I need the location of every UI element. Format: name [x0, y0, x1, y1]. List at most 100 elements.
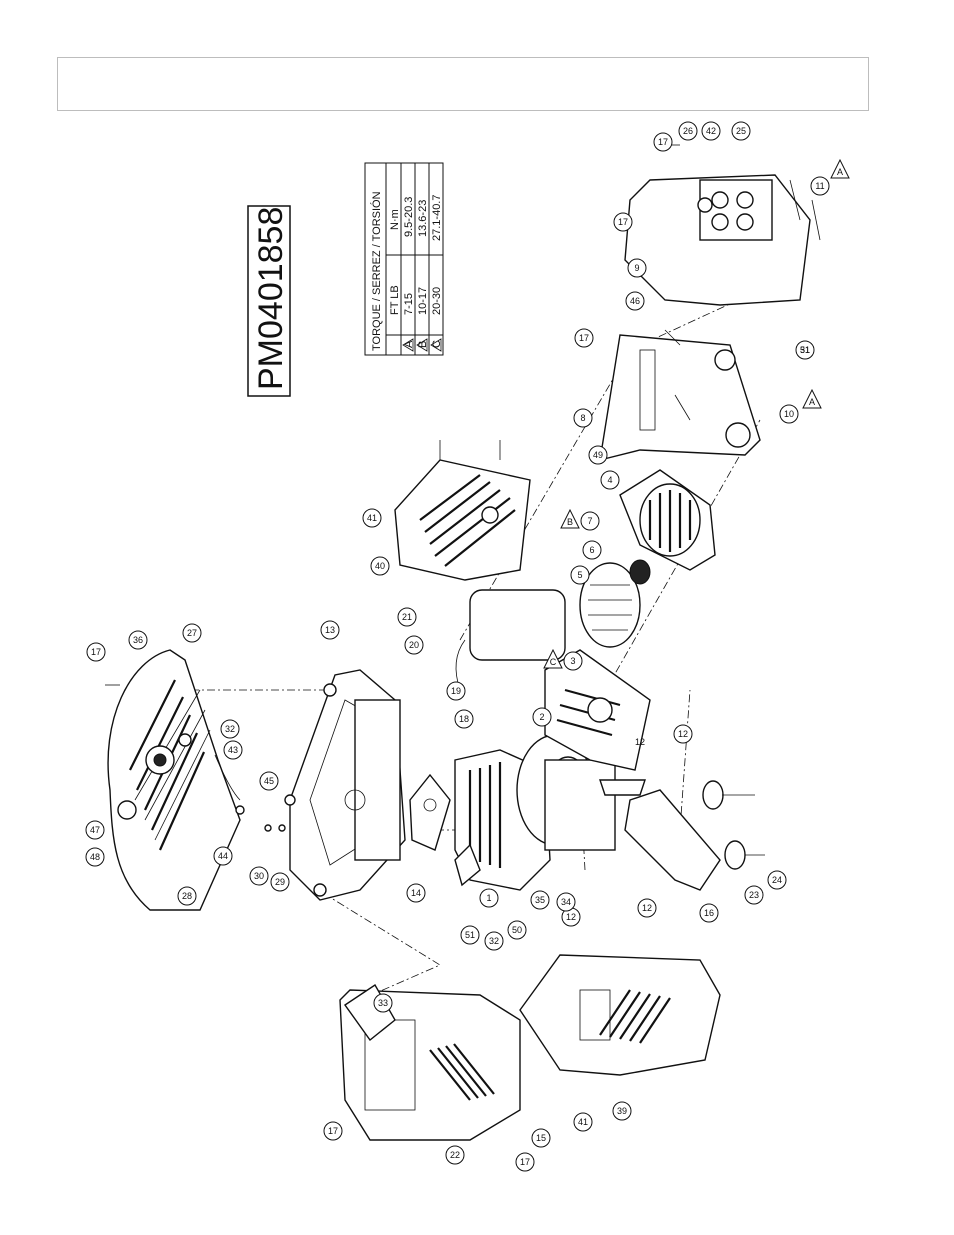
- svg-text:A: A: [809, 397, 815, 407]
- svg-text:18: 18: [459, 714, 469, 724]
- svg-text:28: 28: [182, 891, 192, 901]
- svg-text:32: 32: [225, 724, 235, 734]
- callout-3: 3: [564, 652, 582, 670]
- svg-text:17: 17: [91, 647, 101, 657]
- callout-47: 47: [86, 821, 104, 839]
- svg-text:24: 24: [772, 875, 782, 885]
- svg-text:B: B: [417, 341, 429, 348]
- callout-7: 7: [581, 512, 599, 530]
- svg-text:2: 2: [539, 712, 544, 722]
- svg-text:29: 29: [275, 877, 285, 887]
- part-number-text: PM0401858: [252, 207, 290, 390]
- svg-text:4: 4: [607, 475, 612, 485]
- callout-17f: 17: [516, 1153, 534, 1171]
- svg-text:13: 13: [325, 625, 335, 635]
- callout-12d: 12: [635, 737, 645, 747]
- gasket-plate: [410, 775, 450, 850]
- svg-text:44: 44: [218, 851, 228, 861]
- callout-51b: 51: [800, 345, 810, 355]
- callout-28: 28: [178, 887, 196, 905]
- callout-33: 33: [374, 994, 392, 1012]
- svg-text:C: C: [431, 340, 443, 348]
- svg-text:5: 5: [577, 570, 582, 580]
- callout-19: 19: [447, 682, 465, 700]
- svg-text:17: 17: [520, 1157, 530, 1167]
- svg-text:43: 43: [228, 745, 238, 755]
- torque-mark-a-top: A: [831, 160, 849, 178]
- svg-text:7-15: 7-15: [403, 293, 415, 315]
- callout-29: 29: [271, 873, 289, 891]
- callout-5: 5: [571, 566, 589, 584]
- callout-34: 34: [557, 893, 575, 911]
- callout-1: 1: [480, 889, 498, 907]
- svg-text:51: 51: [465, 930, 475, 940]
- svg-text:9: 9: [634, 263, 639, 273]
- callout-40: 40: [371, 557, 389, 575]
- callout-14: 14: [407, 884, 425, 902]
- callout-35: 35: [531, 891, 549, 909]
- callout-17c: 17: [614, 213, 632, 231]
- svg-text:14: 14: [411, 888, 421, 898]
- svg-text:16: 16: [704, 908, 714, 918]
- svg-text:6: 6: [589, 545, 594, 555]
- mount-bracket: [600, 780, 720, 890]
- svg-text:8: 8: [580, 413, 585, 423]
- callout-23: 23: [745, 886, 763, 904]
- torque-table: TORQUE / SERREZ / TORSIÓN FT LB N·m A 7-…: [365, 163, 443, 355]
- svg-text:27.1-40.7: 27.1-40.7: [431, 195, 443, 241]
- svg-text:22: 22: [450, 1150, 460, 1160]
- callout-24: 24: [768, 871, 786, 889]
- top-cover-shell: [108, 650, 240, 910]
- callout-42: 42: [702, 122, 720, 140]
- svg-text:A: A: [403, 340, 415, 348]
- rear-panel: [625, 175, 810, 305]
- svg-text:47: 47: [90, 825, 100, 835]
- svg-text:17: 17: [658, 137, 668, 147]
- svg-text:17: 17: [579, 333, 589, 343]
- callout-51a: 51: [461, 926, 479, 944]
- side-panel: [520, 955, 720, 1075]
- callout-26: 26: [679, 122, 697, 140]
- callout-17a: 17: [87, 643, 105, 661]
- callout-30: 30: [250, 867, 268, 885]
- svg-text:10-17: 10-17: [417, 287, 429, 315]
- svg-text:12: 12: [566, 912, 576, 922]
- callout-39: 39: [613, 1102, 631, 1120]
- svg-text:20: 20: [409, 640, 419, 650]
- callout-15: 15: [532, 1129, 550, 1147]
- svg-text:41: 41: [367, 513, 377, 523]
- svg-text:17: 17: [328, 1126, 338, 1136]
- stator: [620, 470, 715, 570]
- svg-text:A: A: [837, 167, 843, 177]
- callout-6: 6: [583, 541, 601, 559]
- svg-text:32: 32: [489, 936, 499, 946]
- part-number-label: PM0401858: [248, 206, 290, 396]
- callout-16: 16: [700, 904, 718, 922]
- torque-mark-b: B: [561, 510, 579, 528]
- frame-assembly: [285, 670, 405, 900]
- torque-col-nm: N·m: [389, 209, 401, 230]
- rotor-hub: [630, 560, 650, 584]
- svg-text:13.6-23: 13.6-23: [417, 200, 429, 237]
- callout-8: 8: [574, 409, 592, 427]
- svg-text:40: 40: [375, 561, 385, 571]
- callout-25: 25: [732, 122, 750, 140]
- muffler-cover: [395, 460, 530, 580]
- callout-4: 4: [601, 471, 619, 489]
- callout-32a: 32: [221, 720, 239, 738]
- svg-text:27: 27: [187, 628, 197, 638]
- svg-text:10: 10: [784, 409, 794, 419]
- svg-text:20-30: 20-30: [431, 287, 443, 315]
- svg-text:45: 45: [264, 776, 274, 786]
- callout-12a: 12: [674, 725, 692, 743]
- callout-48: 48: [86, 848, 104, 866]
- callout-44: 44: [214, 847, 232, 865]
- svg-text:C: C: [550, 657, 557, 667]
- torque-row-c: C 20-30 27.1-40.7: [431, 195, 443, 351]
- callout-36: 36: [129, 631, 147, 649]
- svg-text:49: 49: [593, 450, 603, 460]
- callout-27: 27: [183, 624, 201, 642]
- side-cover: [340, 985, 520, 1140]
- svg-text:26: 26: [683, 126, 693, 136]
